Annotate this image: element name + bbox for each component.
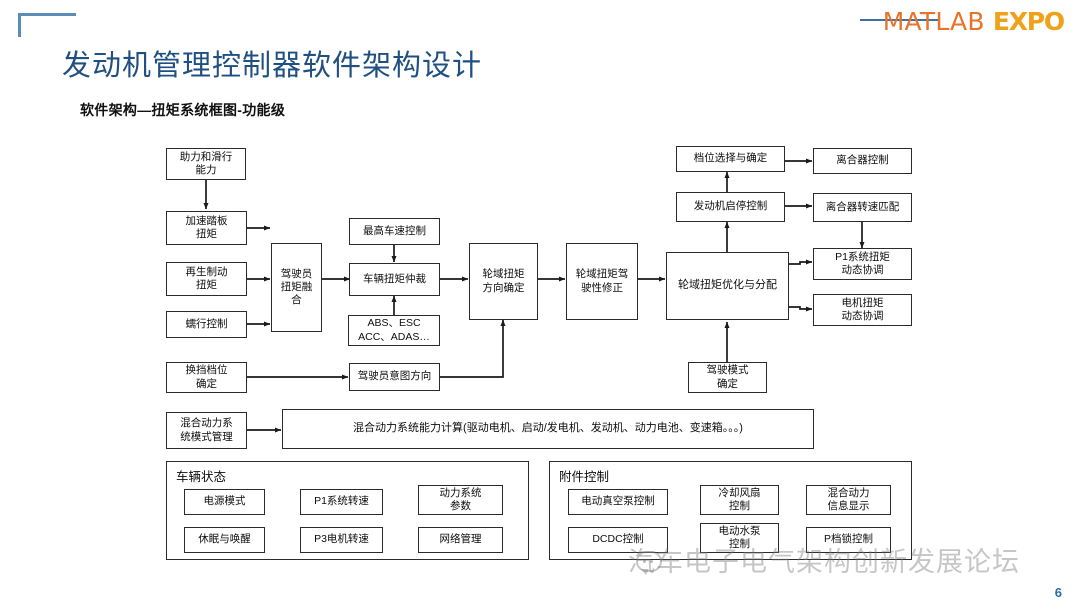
node-regen-brake-torque[interactable]: 再生制动 扭矩 bbox=[166, 262, 247, 296]
watermark-dot-left bbox=[643, 560, 646, 563]
node-shift-gear-determination[interactable]: 换挡档位 确定 bbox=[166, 362, 247, 393]
group-vehicle-state-label: 车辆状态 bbox=[176, 470, 227, 484]
node-p1-system-speed[interactable]: P1系统转速 bbox=[300, 489, 383, 515]
node-hybrid-info-display[interactable]: 混合动力 信息显示 bbox=[806, 485, 891, 515]
node-power-mode[interactable]: 电源模式 bbox=[184, 489, 265, 515]
node-wheel-torque-direction[interactable]: 轮域扭矩 方向确定 bbox=[469, 243, 538, 320]
node-powertrain-parameters[interactable]: 动力系统 参数 bbox=[418, 485, 503, 515]
node-p3-motor-speed[interactable]: P3电机转速 bbox=[300, 527, 383, 553]
section-subtitle: 软件架构—扭矩系统框图-功能级 bbox=[80, 102, 286, 118]
page-number: 6 bbox=[1054, 585, 1062, 600]
node-cooling-fan-control[interactable]: 冷却风扇 控制 bbox=[700, 485, 779, 515]
node-drive-mode-determination[interactable]: 驾驶模式 确定 bbox=[688, 362, 767, 393]
node-gear-selection[interactable]: 档位选择与确定 bbox=[676, 146, 785, 172]
node-motor-torque-coordination[interactable]: 电机扭矩 动态协调 bbox=[813, 294, 912, 326]
watermark-wechat-icon bbox=[636, 551, 662, 575]
node-driver-intent-direction[interactable]: 驾驶员意图方向 bbox=[349, 363, 440, 391]
corner-bracket-vertical bbox=[18, 13, 21, 37]
node-p1-system-torque-coordination[interactable]: P1系统扭矩 动态协调 bbox=[813, 248, 912, 280]
logo-matlab-text: MATLAB bbox=[882, 7, 985, 36]
header-rule bbox=[860, 19, 938, 21]
node-hybrid-mode-management[interactable]: 混合动力系 统模式管理 bbox=[166, 412, 247, 449]
logo-expo-text: EXPO bbox=[992, 7, 1065, 36]
node-engine-start-stop-control[interactable]: 发动机启停控制 bbox=[676, 192, 785, 222]
node-dcdc-control[interactable]: DCDC控制 bbox=[568, 527, 668, 553]
matlab-expo-logo: MATLAB EXPO bbox=[882, 7, 1065, 36]
watermark-dot-right bbox=[650, 560, 653, 563]
node-electric-vacuum-pump-control[interactable]: 电动真空泵控制 bbox=[568, 489, 668, 515]
node-electric-water-pump-control[interactable]: 电动水泵 控制 bbox=[700, 523, 779, 553]
page-title: 发动机管理控制器软件架构设计 bbox=[62, 50, 483, 82]
node-creep-control[interactable]: 蠕行控制 bbox=[166, 311, 247, 338]
node-driver-torque-fusion[interactable]: 驾驶员 扭矩融 合 bbox=[271, 243, 322, 332]
node-hybrid-capability-calculation[interactable]: 混合动力系统能力计算(驱动电机、启动/发电机、发动机、动力电池、变速箱。。。) bbox=[282, 409, 814, 449]
corner-bracket-horizontal bbox=[18, 13, 76, 16]
node-wheel-torque-drivability[interactable]: 轮域扭矩驾 驶性修正 bbox=[566, 243, 638, 320]
node-clutch-speed-matching[interactable]: 离合器转速匹配 bbox=[813, 193, 912, 222]
node-clutch-control[interactable]: 离合器控制 bbox=[813, 148, 912, 174]
node-vehicle-torque-arbitration[interactable]: 车辆扭矩仲裁 bbox=[349, 263, 440, 296]
node-sleep-wakeup[interactable]: 休眠与唤醒 bbox=[184, 527, 265, 553]
group-accessory-control-label: 附件控制 bbox=[559, 470, 610, 484]
node-p-gear-lock-control[interactable]: P档锁控制 bbox=[806, 527, 891, 553]
node-wheel-torque-optimization[interactable]: 轮域扭矩优化与分配 bbox=[666, 252, 789, 320]
node-max-vehicle-speed-control[interactable]: 最高车速控制 bbox=[349, 218, 440, 245]
node-network-management[interactable]: 网络管理 bbox=[418, 527, 503, 553]
node-abs-esc-acc-adas[interactable]: ABS、ESC ACC、ADAS… bbox=[348, 315, 440, 346]
node-assist-coast[interactable]: 助力和滑行 能力 bbox=[166, 148, 246, 180]
node-accel-pedal-torque[interactable]: 加速踏板 扭矩 bbox=[166, 211, 247, 245]
